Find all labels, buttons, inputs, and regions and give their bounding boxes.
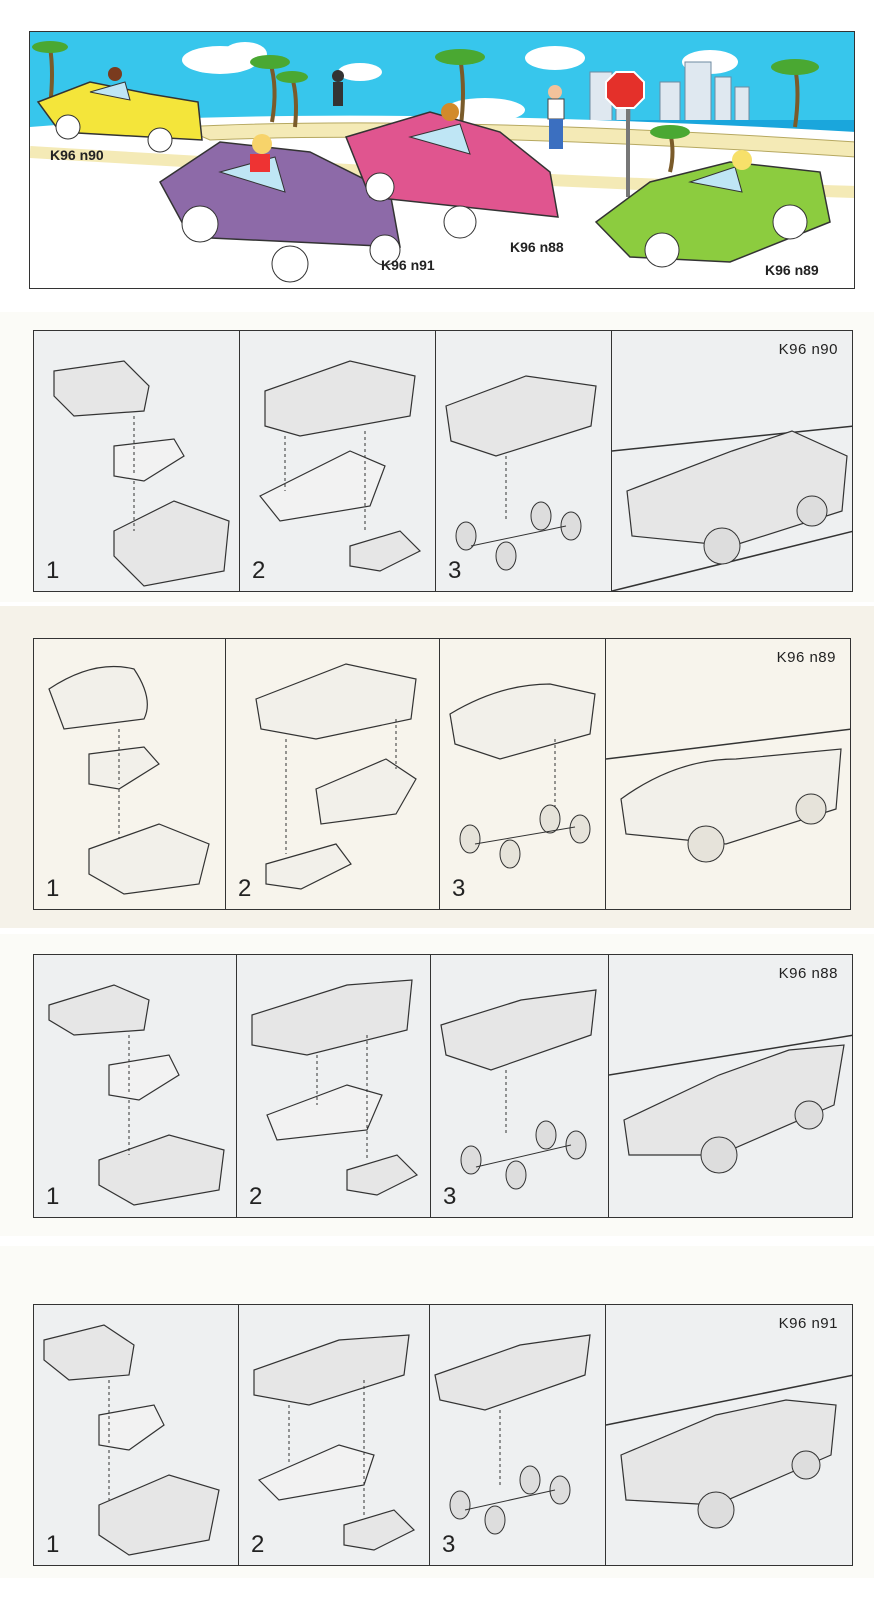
step-3-panel: 3 (431, 955, 609, 1217)
finished-car-panel: K96 n90 (612, 331, 852, 591)
model-code: K96 n88 (778, 965, 838, 982)
label-pink-car: K96 n88 (510, 239, 564, 255)
step-1-panel: 1 (34, 331, 240, 591)
finished-car-panel: K96 n91 (606, 1305, 852, 1565)
step-number: 1 (46, 1531, 60, 1558)
finished-car-diagram (612, 425, 852, 591)
step-1-diagram (43, 1324, 220, 1556)
instruction-sheet-n91: 1 2 (0, 1246, 874, 1578)
step-3-diagram (440, 989, 597, 1190)
step-2-panel: 2 (226, 639, 440, 909)
finished-car-diagram (609, 1034, 852, 1174)
step-number: 2 (251, 1531, 265, 1558)
step-number: 1 (46, 1183, 60, 1210)
step-2-diagram (259, 360, 422, 572)
step-number: 2 (252, 557, 266, 584)
step-number: 3 (448, 557, 462, 584)
step-2-diagram (255, 663, 417, 890)
label-yellow-car: K96 n90 (50, 147, 104, 163)
step-2-panel: 2 (237, 955, 431, 1217)
step-1-panel: 1 (34, 955, 237, 1217)
step-1-panel: 1 (34, 1305, 239, 1565)
step-3-diagram (434, 1334, 591, 1535)
step-3-panel: 3 (440, 639, 606, 909)
step-1-diagram (48, 984, 225, 1206)
step-number: 2 (249, 1183, 263, 1210)
step-1-panel: 1 (34, 639, 226, 909)
finished-car-panel: K96 n89 (606, 639, 850, 909)
step-3-diagram (449, 683, 596, 869)
model-code: K96 n91 (778, 1315, 838, 1332)
finished-car-diagram (606, 728, 850, 863)
step-number: 2 (238, 875, 252, 902)
step-number: 3 (443, 1183, 457, 1210)
instruction-sheet-n88: 1 2 (0, 934, 874, 1236)
step-1-diagram (53, 360, 230, 587)
step-2-diagram (251, 979, 419, 1196)
street-scene-illustration (30, 32, 854, 288)
step-1-diagram (48, 666, 210, 895)
label-green-car: K96 n89 (765, 262, 819, 278)
step-3-panel: 3 (436, 331, 612, 591)
instruction-sheet-n89: 1 2 (0, 606, 874, 928)
finished-car-panel: K96 n88 (609, 955, 852, 1217)
step-3-diagram (445, 375, 597, 571)
label-purple-car: K96 n91 (381, 257, 435, 273)
cover-illustration: K96 n90 K96 n91 K96 n88 K96 n89 (29, 31, 855, 289)
yellow-car (36, 67, 203, 153)
step-number: 1 (46, 875, 60, 902)
step-2-diagram (253, 1334, 416, 1551)
model-code: K96 n89 (776, 649, 836, 666)
step-number: 3 (442, 1531, 456, 1558)
step-number: 1 (46, 557, 60, 584)
step-number: 3 (452, 875, 466, 902)
step-2-panel: 2 (239, 1305, 430, 1565)
model-code: K96 n90 (778, 341, 838, 358)
instruction-sheet-n90: 1 2 (0, 312, 874, 602)
step-2-panel: 2 (240, 331, 436, 591)
step-3-panel: 3 (430, 1305, 606, 1565)
finished-car-diagram (606, 1374, 852, 1529)
